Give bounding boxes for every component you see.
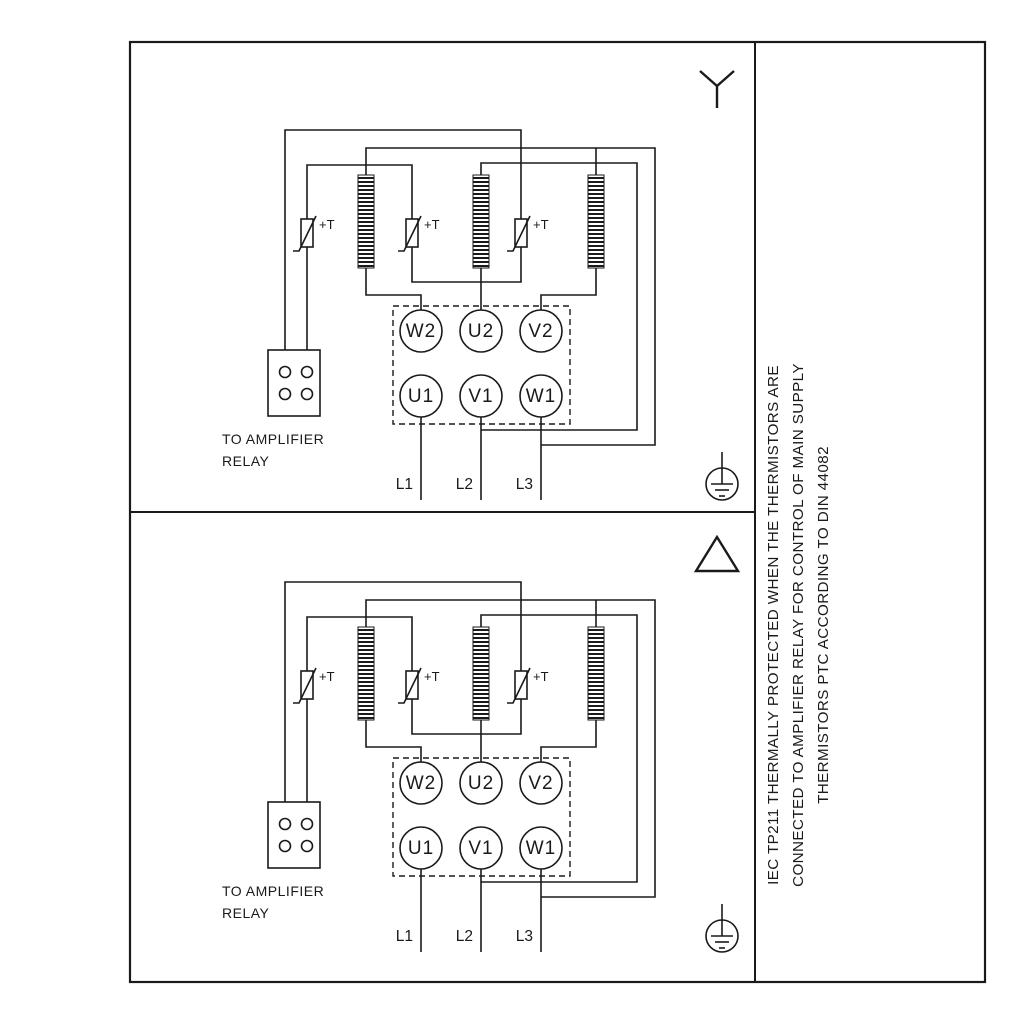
terminal-label-u2: U2	[468, 321, 494, 342]
thermistor-label: +T	[319, 669, 335, 684]
relay-caption-line2: RELAY	[222, 905, 270, 921]
thermistor-label: +T	[533, 669, 549, 684]
thermistor-label: +T	[319, 217, 335, 232]
terminal-label-u2: U2	[468, 773, 494, 794]
supply-line-label-l3: L3	[516, 928, 533, 945]
relay-caption-line1: TO AMPLIFIER	[222, 883, 324, 899]
supply-line-label-l3: L3	[516, 476, 533, 493]
terminal-label-v2: V2	[528, 321, 553, 342]
delta-icon	[693, 534, 741, 573]
supply-line-label-l2: L2	[456, 476, 473, 493]
terminal-label-v1: V1	[468, 838, 493, 859]
terminal-label-v1: V1	[468, 386, 493, 407]
star-icon	[699, 70, 735, 108]
thermistor-label: +T	[424, 669, 440, 684]
terminal-label-w2: W2	[406, 321, 437, 342]
terminal-label-v2: V2	[528, 773, 553, 794]
thermistor-label: +T	[533, 217, 549, 232]
side-note: IEC TP211 THERMALLY PROTECTED WHEN THE T…	[765, 363, 832, 887]
supply-line-label-l2: L2	[456, 928, 473, 945]
relay-caption-line1: TO AMPLIFIER	[222, 431, 324, 447]
thermistor-label: +T	[424, 217, 440, 232]
relay-caption-line2: RELAY	[222, 453, 270, 469]
side-note-line1: IEC TP211 THERMALLY PROTECTED WHEN THE T…	[765, 365, 782, 885]
terminal-label-w1: W1	[526, 386, 557, 407]
terminal-label-w1: W1	[526, 838, 557, 859]
side-note-line2: CONNECTED TO AMPLIFIER RELAY FOR CONTROL…	[790, 363, 807, 887]
terminal-label-u1: U1	[408, 838, 434, 859]
supply-line-label-l1: L1	[396, 928, 413, 945]
terminal-label-w2: W2	[406, 773, 437, 794]
side-note-line3: THERMISTORS PTC ACCORDING TO DIN 44082	[815, 446, 832, 804]
terminal-label-u1: U1	[408, 386, 434, 407]
supply-line-label-l1: L1	[396, 476, 413, 493]
